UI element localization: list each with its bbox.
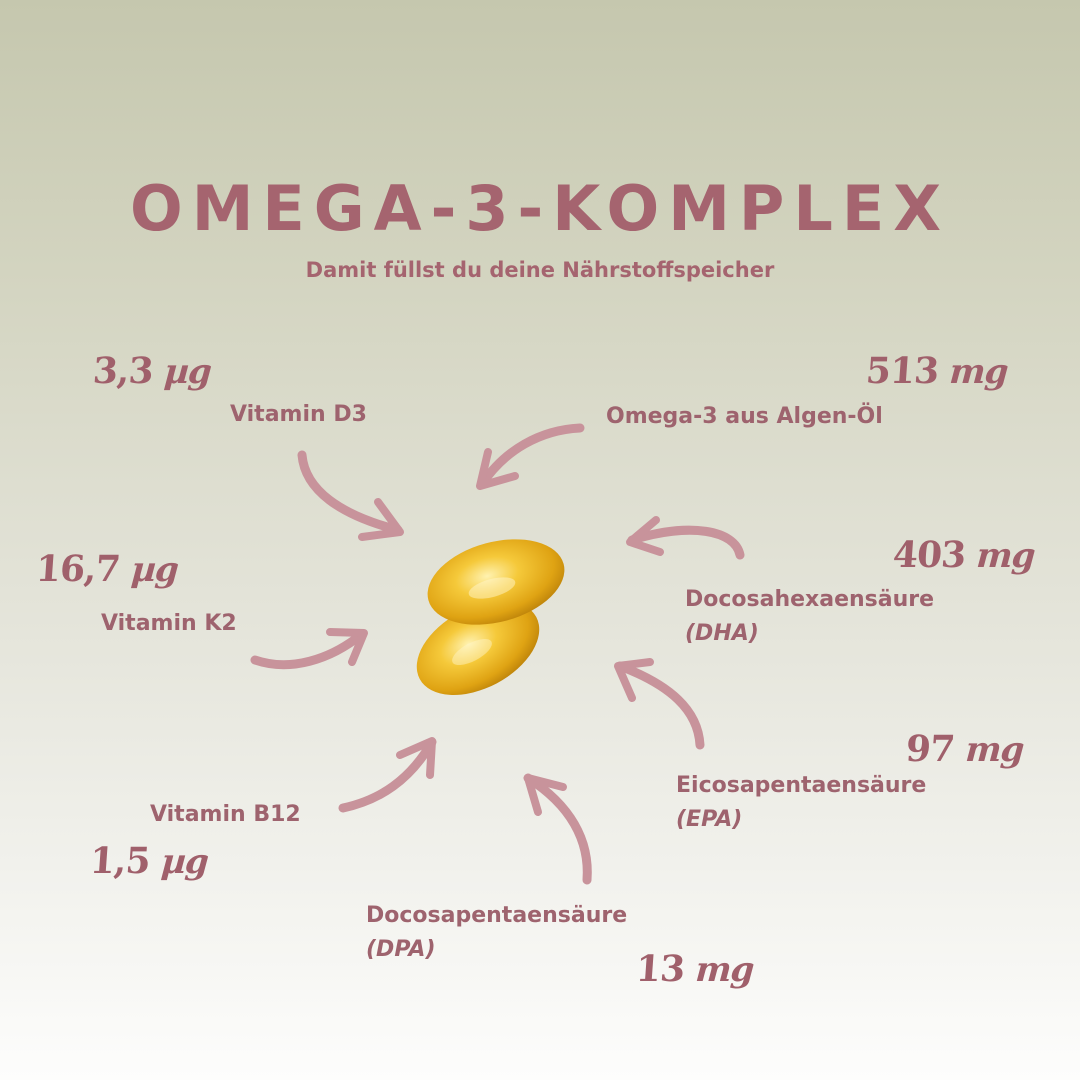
page-subtitle: Damit füllst du deine Nährstoffspeicher bbox=[305, 258, 775, 282]
label-vitamin-d3: Vitamin D3 bbox=[230, 402, 367, 427]
label-vitamin-b12: Vitamin B12 bbox=[150, 802, 301, 827]
amount-dha: 403 mg bbox=[891, 534, 1036, 576]
abbr-dpa: (DPA) bbox=[366, 937, 436, 962]
amount-vitamin-b12: 1,5 µg bbox=[88, 840, 210, 882]
capsule-icon-bottom bbox=[416, 601, 540, 695]
amount-dpa: 13 mg bbox=[634, 948, 755, 990]
page-title: OMEGA-3-KOMPLEX bbox=[130, 172, 950, 245]
amount-vitamin-d3: 3,3 µg bbox=[91, 350, 213, 392]
amount-vitamin-k2: 16,7 µg bbox=[34, 548, 180, 590]
amount-epa: 97 mg bbox=[904, 728, 1025, 770]
arrow-icon-vitamin-b12 bbox=[338, 737, 437, 813]
label-epa: Eicosapentaensäure (EPA) bbox=[676, 769, 926, 837]
arrow-icon-omega3 bbox=[476, 423, 585, 490]
label-dpa: Docosapentaensäure (DPA) bbox=[366, 899, 627, 967]
label-vitamin-k2: Vitamin K2 bbox=[101, 611, 237, 636]
label-dha: Docosahexaensäure (DHA) bbox=[685, 583, 934, 651]
arrow-icon-vitamin-k2 bbox=[250, 628, 368, 670]
arrow-icon-vitamin-d3 bbox=[297, 450, 404, 541]
abbr-epa: (EPA) bbox=[676, 807, 743, 832]
arrow-icon-dha bbox=[626, 516, 745, 560]
capsules-image bbox=[416, 539, 565, 695]
label-omega3-algae-oil: Omega-3 aus Algen-Öl bbox=[606, 404, 883, 429]
abbr-dha: (DHA) bbox=[685, 621, 759, 646]
arrow-icon-dpa bbox=[523, 773, 592, 885]
arrow-icon-epa bbox=[614, 658, 705, 750]
amount-omega3-algae-oil: 513 mg bbox=[864, 350, 1009, 392]
